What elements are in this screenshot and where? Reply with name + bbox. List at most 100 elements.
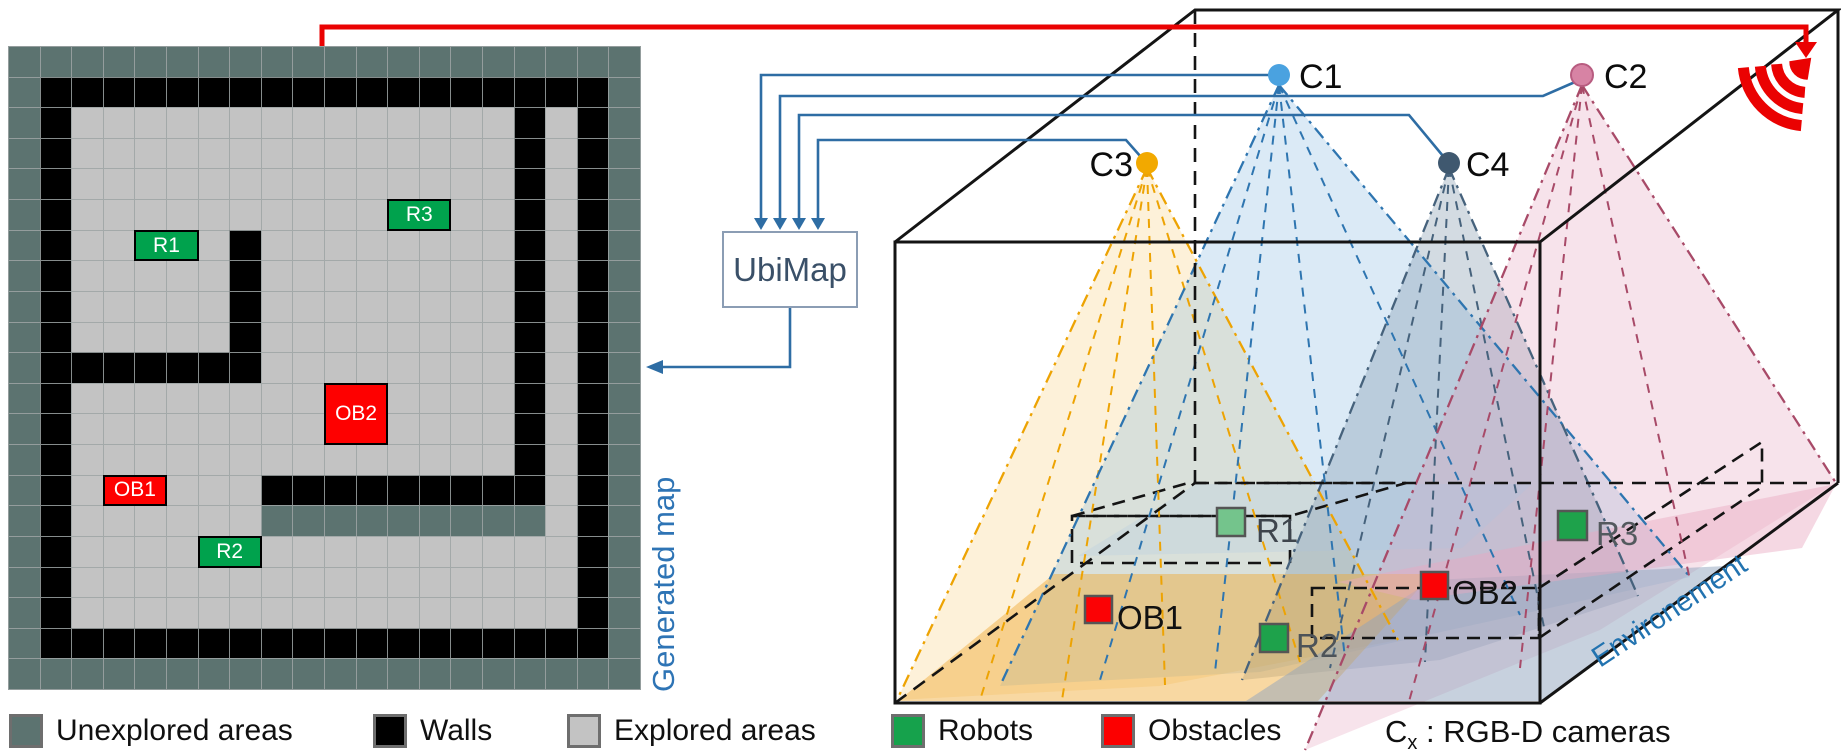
map-cell [513,627,547,660]
map-cell [545,413,578,446]
map-cell [513,413,547,446]
cone-rays-c1 [1099,84,1521,681]
map-cell [545,76,578,109]
map-cell [260,474,294,507]
legend-label: Walls [420,714,493,747]
map-cell [197,627,231,660]
map-cell [71,444,104,476]
legend-swatch [567,714,601,748]
robot-r3-3d [1556,509,1589,542]
map-cell [8,321,41,354]
map-cell [229,46,262,78]
map-cell [355,229,389,262]
map-cell [166,597,199,629]
map-cell [229,199,262,231]
map-cell [134,260,167,292]
map-cell [292,199,325,231]
legend-swatch [891,714,925,748]
legend-cameras-note: Cx : RGB-D cameras [1385,714,1671,755]
map-cell [545,474,578,507]
map-cell [8,229,41,262]
camera-cone-lines [895,84,1837,751]
map-cell [355,290,389,323]
map-cell [324,566,357,599]
map-cell [355,627,389,660]
map-cell [197,658,231,690]
map-cell [229,229,262,262]
map-cell [39,290,73,323]
obstacle-ob2-3d-label: OB2 [1452,574,1518,611]
connector-c1 [759,73,1269,220]
map-cell [229,321,262,354]
map-cell [260,137,294,170]
map-cell [229,107,262,139]
map-cell [229,352,262,384]
map-cell [608,199,641,231]
cone-edge-c1 [998,84,1691,687]
map-cell [608,627,641,660]
legend-cameras-suffix: : RGB-D cameras [1417,714,1671,749]
map-cell [39,413,73,446]
wireless-arrowhead [1795,42,1817,58]
map-cell [450,444,483,476]
cone-edge-c4 [1240,167,1640,681]
wireless-red-line [319,24,1809,46]
map-cell [545,658,578,690]
room-solid-edges [893,8,1841,705]
wifi-icon [1737,57,1812,132]
map-cell [102,658,136,690]
wifi-arc-2 [1754,65,1804,115]
map-cell [39,535,73,568]
map-cell [355,658,389,690]
map-cell [229,290,262,323]
map-cell [197,260,231,292]
map-cell [545,168,578,201]
map-cell [71,535,104,568]
cone-rays-c2 [1407,84,1691,706]
legend-item-unexplored-areas: Unexplored areas [9,714,293,748]
map-cell [8,382,41,415]
map-cell [292,260,325,292]
map-cell [355,168,389,201]
map-cell [229,137,262,170]
wifi-wedge [1789,57,1812,80]
map-cell [39,474,73,507]
room-hidden-edges [894,10,1838,705]
map-cell [324,321,357,354]
camera-dot-c4 [1438,152,1460,174]
camera-label-c4: C4 [1466,146,1509,184]
map-cell [324,658,357,690]
robot-r1-3d-label: R1 [1256,512,1298,549]
legend-label: Unexplored areas [56,714,293,747]
obstacle-ob2-3d [1419,570,1450,601]
connector-ubimap-to-map [652,308,792,369]
camera-label-c2: C2 [1604,58,1647,96]
legend-item-obstacles: Obstacles [1101,714,1281,748]
cone-fill-c1 [1000,85,1690,686]
map-cell [387,597,420,629]
map-cell [197,76,231,109]
map-item-r3: R3 [387,199,452,231]
camera-dot-c1 [1268,64,1290,86]
room-box [893,8,1841,705]
map-cell [608,658,641,690]
ubimap-label: UbiMap [733,250,847,288]
map-cell [608,505,641,537]
map-cell [450,658,483,690]
map-cell [292,658,325,690]
map-cell [418,352,452,384]
camera-label-c3: C3 [1090,146,1133,184]
map-cell [166,382,199,415]
map-cell [71,229,104,262]
obstacle-ob1-3d-label: OB1 [1117,599,1183,636]
map-cell [71,505,104,537]
map-cell [608,352,641,384]
map-cell [450,137,483,170]
map-cell [482,168,515,201]
map-cell [482,505,515,537]
cone-fill-c3 [897,168,1398,700]
map-cell [71,413,104,446]
